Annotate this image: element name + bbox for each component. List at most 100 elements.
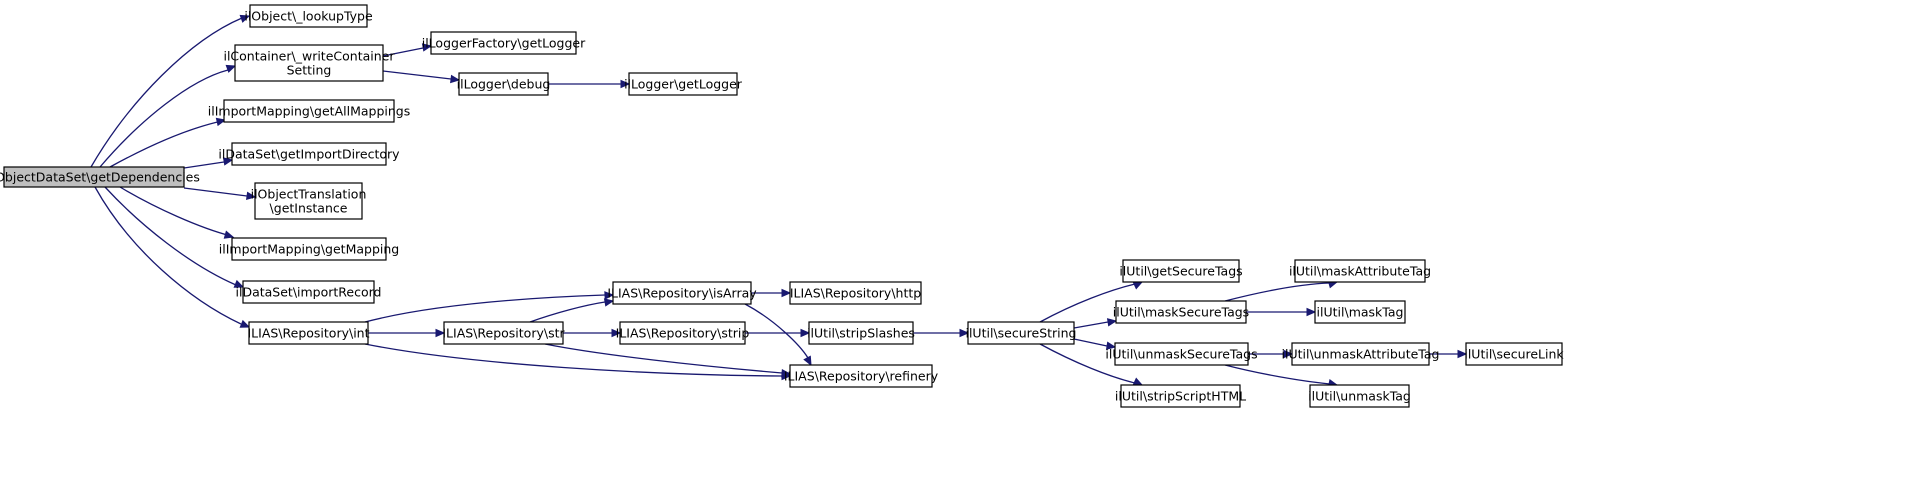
edge-root-to-getImportDirectory	[183, 157, 234, 169]
node-box	[1291, 342, 1430, 366]
node-getAllMappings[interactable]: ilImportMapping\getAllMappings	[208, 99, 410, 123]
node-box	[1122, 259, 1240, 283]
arrowhead-icon	[620, 79, 631, 89]
node-label: ILIAS\Repository\strip	[616, 326, 750, 341]
arrowhead-icon	[803, 355, 812, 367]
arrowhead-icon	[239, 14, 251, 23]
node-root[interactable]: ilObjectDataSet\getDependencies	[0, 166, 200, 188]
node-box	[249, 4, 368, 28]
node-loggerDebug[interactable]: ilLogger\debug	[457, 72, 551, 96]
edge-repoInt-to-repoIsArray	[364, 291, 615, 323]
arrowhead-icon	[435, 328, 446, 338]
node-box	[443, 321, 564, 345]
node-loggerFactory[interactable]: ilLoggerFactory\getLogger	[422, 31, 586, 55]
node-label: ilLogger\debug	[457, 77, 551, 92]
node-label: ilUtil\maskTag	[1317, 305, 1404, 320]
node-getImportDirectory[interactable]: ilDataSet\getImportDirectory	[218, 142, 400, 166]
node-label: ILIAS\Repository\isArray	[607, 286, 757, 301]
node-label: ilUtil\maskAttributeTag	[1289, 264, 1431, 279]
node-box	[242, 280, 375, 304]
node-unmaskSecureTags[interactable]: ilUtil\unmaskSecureTags	[1105, 342, 1258, 366]
node-label: ilObjectDataSet\getDependencies	[0, 170, 200, 185]
node-repoStr[interactable]: ILIAS\Repository\str	[442, 321, 565, 345]
node-box	[612, 281, 752, 305]
arrowhead-icon	[1283, 349, 1294, 359]
node-maskAttributeTag[interactable]: ilUtil\maskAttributeTag	[1289, 259, 1431, 283]
node-label: ilObject\_lookupType	[244, 9, 373, 24]
call-graph-edges	[90, 14, 1468, 388]
edge-repoInt-to-repoStr	[368, 328, 446, 338]
node-label: ilUtil\stripSlashes	[807, 326, 915, 341]
node-repoIsArray[interactable]: ILIAS\Repository\isArray	[607, 281, 757, 305]
arrowhead-icon	[800, 328, 811, 338]
node-label: ilLoggerFactory\getLogger	[422, 36, 586, 51]
node-label: ilDataSet\importRecord	[236, 285, 382, 300]
arrowhead-icon	[781, 288, 792, 298]
node-box	[628, 72, 738, 96]
node-stripScriptHTML[interactable]: ilUtil\stripScriptHTML	[1115, 384, 1246, 408]
node-label: ilUtil\getSecureTags	[1119, 264, 1242, 279]
node-box	[231, 237, 387, 261]
arrowhead-icon	[450, 74, 461, 84]
arrowhead-icon	[1457, 349, 1468, 359]
node-box	[3, 166, 185, 188]
node-importRecord[interactable]: ilDataSet\importRecord	[236, 280, 382, 304]
node-box	[430, 31, 577, 55]
node-label: ilContainer\_writeContainer	[223, 49, 395, 64]
edge-secureString-to-maskSecureTags	[1073, 318, 1118, 329]
node-repoStrip[interactable]: ILIAS\Repository\strip	[616, 321, 750, 345]
node-label: ilUtil\secureLink	[1464, 347, 1564, 362]
node-repoHttp[interactable]: ILIAS\Repository\http	[789, 281, 922, 305]
edge-repoStr-to-repoRefinery	[544, 343, 792, 378]
node-loggerGet[interactable]: ilLogger\getLogger	[624, 72, 743, 96]
node-box	[967, 321, 1075, 345]
node-getSecureTags[interactable]: ilUtil\getSecureTags	[1119, 259, 1243, 283]
node-unmaskTag[interactable]: ilUtil\unmaskTag	[1308, 384, 1411, 408]
node-label: ilUtil\unmaskSecureTags	[1105, 347, 1257, 362]
edge-unmaskSecureTags-to-unmaskAttributeTag	[1248, 349, 1294, 359]
arrowhead-icon	[611, 328, 622, 338]
node-box	[234, 44, 384, 82]
node-label: ILIAS\Repository\http	[790, 286, 921, 301]
arrowhead-icon	[1106, 318, 1118, 327]
edge-loggerDebug-to-loggerGet	[548, 79, 631, 89]
node-label: ilLogger\getLogger	[624, 77, 743, 92]
node-label: Setting	[287, 63, 332, 78]
arrowhead-icon	[604, 291, 615, 300]
node-label: ILIAS\Repository\int	[247, 326, 369, 341]
edge-secureString-to-unmaskSecureTags	[1073, 338, 1117, 350]
node-secureString[interactable]: ilUtil\secureString	[965, 321, 1077, 345]
node-maskTag[interactable]: ilUtil\maskTag	[1314, 300, 1406, 324]
arrowhead-icon	[239, 319, 251, 328]
node-stripSlashes[interactable]: ilUtil\stripSlashes	[807, 321, 915, 345]
edge-repoIsArray-to-repoHttp	[751, 288, 792, 298]
node-repoInt[interactable]: ILIAS\Repository\int	[247, 321, 370, 345]
arrowhead-icon	[959, 328, 970, 338]
node-objTranslation[interactable]: ilObjectTranslation\getInstance	[251, 182, 367, 220]
node-unmaskAttributeTag[interactable]: ilUtil\unmaskAttributeTag	[1282, 342, 1440, 366]
node-secureLink[interactable]: ilUtil\secureLink	[1464, 342, 1564, 366]
edge-root-to-writeContainer	[99, 64, 237, 168]
node-label: ILIAS\Repository\refinery	[784, 369, 939, 384]
edge-root-to-getAllMappings	[109, 117, 227, 168]
node-box	[254, 182, 363, 220]
edge-writeContainer-to-loggerFactory	[382, 43, 433, 57]
node-label: ilUtil\stripScriptHTML	[1115, 389, 1246, 404]
arrowhead-icon	[233, 279, 245, 288]
node-repoRefinery[interactable]: ILIAS\Repository\refinery	[784, 364, 939, 388]
edge-stripSlashes-to-secureString	[913, 328, 970, 338]
node-box	[458, 72, 549, 96]
node-lookupType[interactable]: ilObject\_lookupType	[244, 4, 373, 28]
node-box	[248, 321, 369, 345]
node-box	[1309, 384, 1410, 408]
node-getMapping[interactable]: ilImportMapping\getMapping	[219, 237, 399, 261]
node-box	[789, 364, 933, 388]
node-box	[789, 281, 922, 305]
edge-writeContainer-to-loggerDebug	[382, 70, 461, 84]
node-maskSecureTags[interactable]: ilUtil\maskSecureTags	[1113, 300, 1249, 324]
node-label: ilUtil\maskSecureTags	[1113, 305, 1249, 320]
node-box	[223, 99, 395, 123]
node-box	[808, 321, 914, 345]
